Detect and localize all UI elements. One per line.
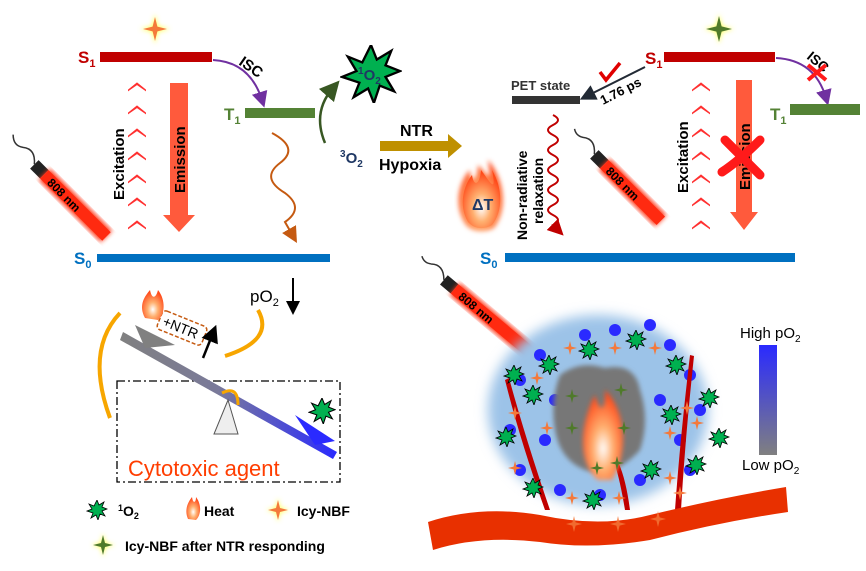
ntr-increase-arrow	[201, 324, 218, 359]
laser-cable-icon	[421, 255, 445, 280]
po2-gradient-bar	[759, 345, 777, 455]
high-po2-label: High pO2	[740, 325, 801, 345]
po2-to-ntr-arrow	[224, 309, 265, 358]
fulcrum-icon	[213, 398, 239, 435]
non-radiative-label-line2: relaxation	[530, 158, 546, 224]
ntr-label: NTR	[400, 123, 433, 140]
legend-icy-nbf-label: Icy-NBF	[297, 503, 350, 519]
triplet-oxygen-label: 3O2	[340, 149, 363, 170]
blood-vessel	[428, 487, 788, 550]
ntr-hypoxia-transition: NTR Hypoxia	[379, 123, 462, 174]
tumor-heat-flame-icon	[582, 390, 624, 480]
legend-icy-nbf-after-label: Icy-NBF after NTR responding	[125, 538, 325, 554]
hypoxia-label: Hypoxia	[379, 157, 441, 174]
legend-singlet-oxygen-icon	[86, 500, 108, 520]
wavy-relaxation-arrow	[270, 132, 297, 243]
t1-level-bar	[790, 104, 860, 115]
t1-label: T1	[224, 105, 241, 127]
isc-label: ISC	[236, 53, 266, 81]
pet-transfer-arrow	[579, 66, 646, 100]
legend-heat-label: Heat	[204, 503, 235, 519]
s1-label: S1	[78, 48, 95, 70]
excitation-label: Excitation	[111, 128, 128, 200]
emission-arrow	[163, 83, 195, 232]
s1-level-bar	[664, 52, 775, 62]
laser-cable-icon	[12, 134, 36, 165]
heat-flame-icon	[458, 160, 503, 232]
checkmark-icon	[598, 61, 622, 83]
legend: 1O2 Heat Icy-NBF Icy-NBF after NTR respo…	[86, 497, 350, 557]
icy-nbf-after-star-icon	[706, 16, 732, 42]
s0-level-bar	[97, 254, 330, 262]
laser-label: 808 nm	[456, 289, 497, 326]
seesaw-beam	[120, 332, 337, 459]
laser-label: 808 nm	[44, 176, 83, 215]
t1-level-bar	[245, 108, 315, 118]
s0-level-bar	[505, 253, 795, 262]
blocked-x-icon	[717, 135, 765, 180]
laser-cable-icon	[573, 128, 596, 155]
heat-flame-icon	[142, 290, 164, 320]
gray-wedge	[135, 325, 175, 348]
delta-t-label: ΔT	[472, 197, 494, 214]
rotation-arrow	[221, 389, 240, 406]
po2-label: pO2	[250, 287, 279, 309]
cytotoxic-box	[116, 380, 341, 483]
left-jablonski: S1 ISC T1 Excitation Emission S0 808 nm …	[12, 14, 402, 271]
emission-label: Emission	[172, 126, 189, 193]
isc-arrow-blocked	[775, 57, 832, 106]
laser-808nm: 808 nm	[12, 134, 113, 243]
s0-label: S0	[74, 249, 91, 271]
isc-arrow	[212, 59, 268, 108]
pet-state-bar	[512, 96, 580, 104]
po2-colorbar: High pO2 Low pO2	[740, 325, 801, 477]
laser-808nm: 808 nm	[573, 128, 667, 227]
right-jablonski: ΔT Non-radiative relaxation PET state 1.…	[458, 14, 860, 271]
low-po2-label: Low pO2	[742, 457, 800, 477]
legend-icy-nbf-icon	[268, 500, 288, 520]
excitation-label: Excitation	[675, 121, 692, 193]
laser-head-icon	[30, 160, 49, 179]
s0-label: S0	[480, 249, 497, 271]
laser-label: 808 nm	[603, 164, 642, 203]
laser-head-icon	[590, 150, 609, 169]
blue-wedge	[295, 415, 335, 445]
non-radiative-wavy-arrow	[546, 114, 564, 236]
excitation-chevrons	[128, 82, 146, 230]
ntr-arrow	[380, 134, 462, 158]
non-radiative-label-line1: Non-radiative	[514, 150, 530, 240]
blocked-x-icon	[806, 63, 828, 82]
heat-to-cytotoxic-arrow	[97, 311, 122, 419]
pet-state-label: PET state	[511, 78, 570, 93]
legend-heat-icon	[186, 497, 201, 520]
t1-label: T1	[770, 105, 787, 127]
legend-singlet-oxygen-label: 1O2	[118, 503, 139, 521]
laser-head-icon	[440, 275, 459, 294]
tumor-illustration: 808 nm	[421, 255, 788, 550]
s1-label: S1	[645, 49, 662, 71]
cytotoxic-agent-label: Cytotoxic agent	[128, 456, 280, 481]
legend-icy-nbf-after-icon	[93, 535, 113, 555]
excitation-chevrons	[692, 82, 710, 230]
s1-level-bar	[100, 52, 212, 62]
oxygen-conversion-arrow	[318, 80, 340, 144]
singlet-oxygen-icon	[308, 398, 336, 424]
singlet-oxygen-label: 1O2	[358, 66, 381, 87]
seesaw-panel: pO2 Cytotoxic agent +NTR	[97, 278, 341, 483]
icy-nbf-star-icon	[143, 17, 167, 41]
